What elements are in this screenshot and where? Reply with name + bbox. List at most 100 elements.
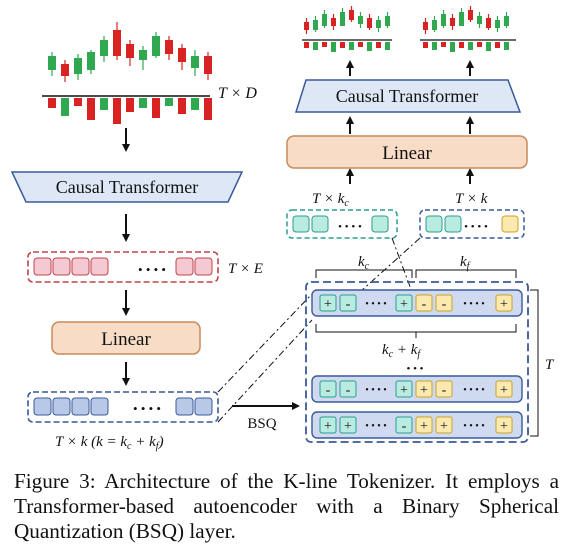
decoder-linear-label: Linear: [382, 143, 432, 164]
candle-body: [87, 52, 95, 70]
candle-body: [486, 18, 491, 28]
candle-body: [126, 44, 134, 58]
embedding-token: [33, 257, 52, 276]
candle-body: [331, 18, 336, 26]
latent-shape-label: T × k (k = kc + kf): [55, 434, 164, 452]
kf-label: kf: [460, 254, 471, 272]
bit-cell: [415, 294, 433, 312]
candle-body: [432, 20, 437, 30]
sum-label: kc + kf: [382, 342, 421, 360]
volume-bar: [459, 42, 464, 48]
kc-label: kc: [358, 254, 370, 272]
input-candlestick-chart: [48, 22, 212, 124]
bit-sign: -: [442, 297, 447, 312]
bit-cell: [415, 416, 433, 434]
volume-bar: [468, 42, 473, 50]
kf-bracket: [415, 269, 517, 278]
candle-body: [504, 16, 509, 26]
decoder-causal-transformer-block: [294, 79, 522, 113]
candle-body: [376, 20, 381, 28]
bit-sign: -: [422, 297, 427, 312]
volume-bar: [486, 42, 491, 51]
latent-token: [175, 397, 194, 416]
volume-bar: [48, 98, 56, 108]
coarse-token-sequence: [286, 209, 398, 239]
zoom-line-fine: [359, 237, 421, 293]
candle-body: [495, 20, 500, 28]
volume-bar: [74, 98, 82, 106]
fine-shape-label: T × k: [455, 191, 488, 207]
candle-body: [313, 20, 318, 30]
candle-body: [367, 18, 372, 28]
volume-bar: [61, 98, 69, 116]
candle-body: [340, 12, 345, 26]
encoder-linear-label: Linear: [101, 329, 151, 350]
candle-body: [477, 16, 482, 24]
encoder-dots: • • • •: [138, 262, 166, 277]
zoom-line-lower: [217, 319, 313, 423]
candle-body: [139, 50, 147, 60]
latent-token: [90, 397, 109, 416]
row-dots-coarse: • • • •: [365, 299, 387, 310]
candle-body: [304, 22, 309, 30]
bit-sign: +: [440, 419, 448, 434]
row-dots-fine: • • • •: [463, 421, 485, 432]
row-dots-fine: • • • •: [463, 299, 485, 310]
bit-cell: [395, 416, 413, 434]
candle-body: [74, 58, 82, 74]
embedding-token: [194, 257, 213, 276]
encoder-embedding-tokens: [33, 257, 213, 276]
bit-sign: +: [500, 419, 508, 434]
volume-bar: [139, 98, 147, 108]
candle-body: [100, 40, 108, 56]
fine-token: [425, 215, 443, 233]
volume-bar: [204, 98, 212, 120]
volume-bar: [477, 42, 482, 47]
bit-sign: -: [346, 383, 351, 398]
fine-output-candlesticks: [423, 6, 509, 52]
coarse-output-candlesticks: [304, 6, 390, 52]
candle-body: [48, 56, 56, 70]
bit-cell: [339, 416, 357, 434]
bit-sign: +: [324, 297, 332, 312]
bit-cell: [435, 416, 453, 434]
row-dots-fine: • • • •: [463, 385, 485, 396]
volume-bar: [113, 98, 121, 124]
candle-body: [165, 40, 173, 54]
volume-bar: [87, 98, 95, 120]
bit-cell: [395, 380, 413, 398]
volume-bar: [126, 98, 134, 112]
time-label: T: [545, 357, 555, 373]
bit-cell: [339, 294, 357, 312]
candle-body: [152, 36, 160, 56]
candle-body: [423, 22, 428, 30]
latent-dots: • • • •: [133, 401, 161, 416]
volume-bar: [376, 42, 381, 48]
volume-bar: [450, 42, 455, 52]
bit-cell: [339, 380, 357, 398]
decoder-linear-block: [286, 135, 528, 169]
volume-bar: [367, 42, 372, 51]
bit-sign: +: [500, 297, 508, 312]
latent-tokens: [33, 397, 213, 416]
zoom-line-upper: [217, 293, 313, 393]
input-shape-label: T × D: [218, 85, 257, 102]
decoder-transformer-label: Causal Transformer: [336, 86, 479, 106]
candle-body: [441, 14, 446, 26]
bit-sign: -: [326, 383, 331, 398]
bit-sign: +: [324, 419, 332, 434]
kc-bracket: [315, 269, 413, 278]
volume-bar: [504, 42, 509, 50]
embedding-token: [71, 257, 90, 276]
candle-body: [385, 16, 390, 26]
bsq-label: BSQ: [247, 416, 276, 432]
bit-cell: [495, 294, 513, 312]
row-dots-coarse: • • • •: [365, 421, 387, 432]
encoder-shape-label: T × E: [228, 261, 263, 277]
volume-bar: [331, 42, 336, 52]
latent-token: [52, 397, 71, 416]
sum-bracket: [315, 324, 517, 333]
volume-bar: [441, 42, 446, 47]
bit-cell: [435, 294, 453, 312]
coarse-dots: • • • •: [338, 221, 362, 233]
